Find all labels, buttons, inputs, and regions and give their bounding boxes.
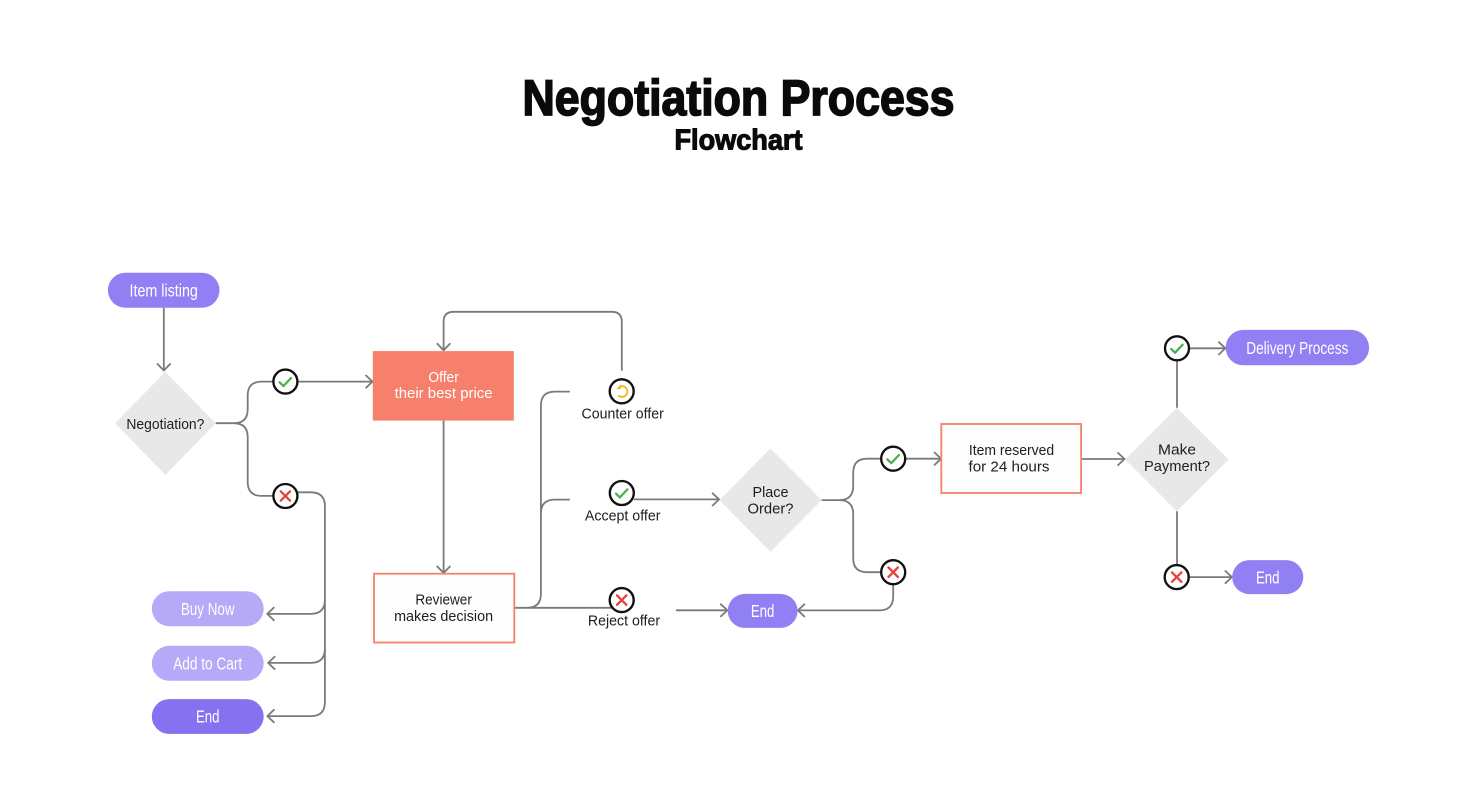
svg-text:Delivery Process: Delivery Process (1246, 338, 1348, 358)
svg-text:End: End (751, 601, 775, 621)
svg-text:makes decision: makes decision (394, 609, 493, 625)
svg-text:Reject offer: Reject offer (588, 614, 660, 630)
svg-text:End: End (196, 707, 220, 727)
svg-text:Item reserved: Item reserved (969, 443, 1054, 459)
svg-text:Offer: Offer (428, 370, 459, 386)
svg-text:Reviewer: Reviewer (415, 593, 472, 609)
svg-text:Payment?: Payment? (1144, 459, 1210, 475)
svg-text:Counter offer: Counter offer (582, 407, 664, 423)
svg-text:Make: Make (1158, 442, 1196, 458)
svg-text:Buy Now: Buy Now (181, 599, 235, 619)
svg-text:for 24 hours: for 24 hours (969, 459, 1050, 475)
svg-text:Order?: Order? (748, 501, 794, 517)
svg-text:Place: Place (753, 485, 789, 501)
svg-text:Item listing: Item listing (130, 280, 198, 300)
svg-text:Accept offer: Accept offer (585, 509, 661, 525)
svg-text:Add to Cart: Add to Cart (173, 653, 242, 673)
svg-text:Negotiation?: Negotiation? (126, 417, 204, 433)
svg-text:Negotiation Process: Negotiation Process (523, 70, 955, 126)
svg-text:Flowchart: Flowchart (675, 125, 803, 157)
svg-text:End: End (1256, 567, 1280, 587)
svg-text:their best price: their best price (395, 386, 493, 402)
